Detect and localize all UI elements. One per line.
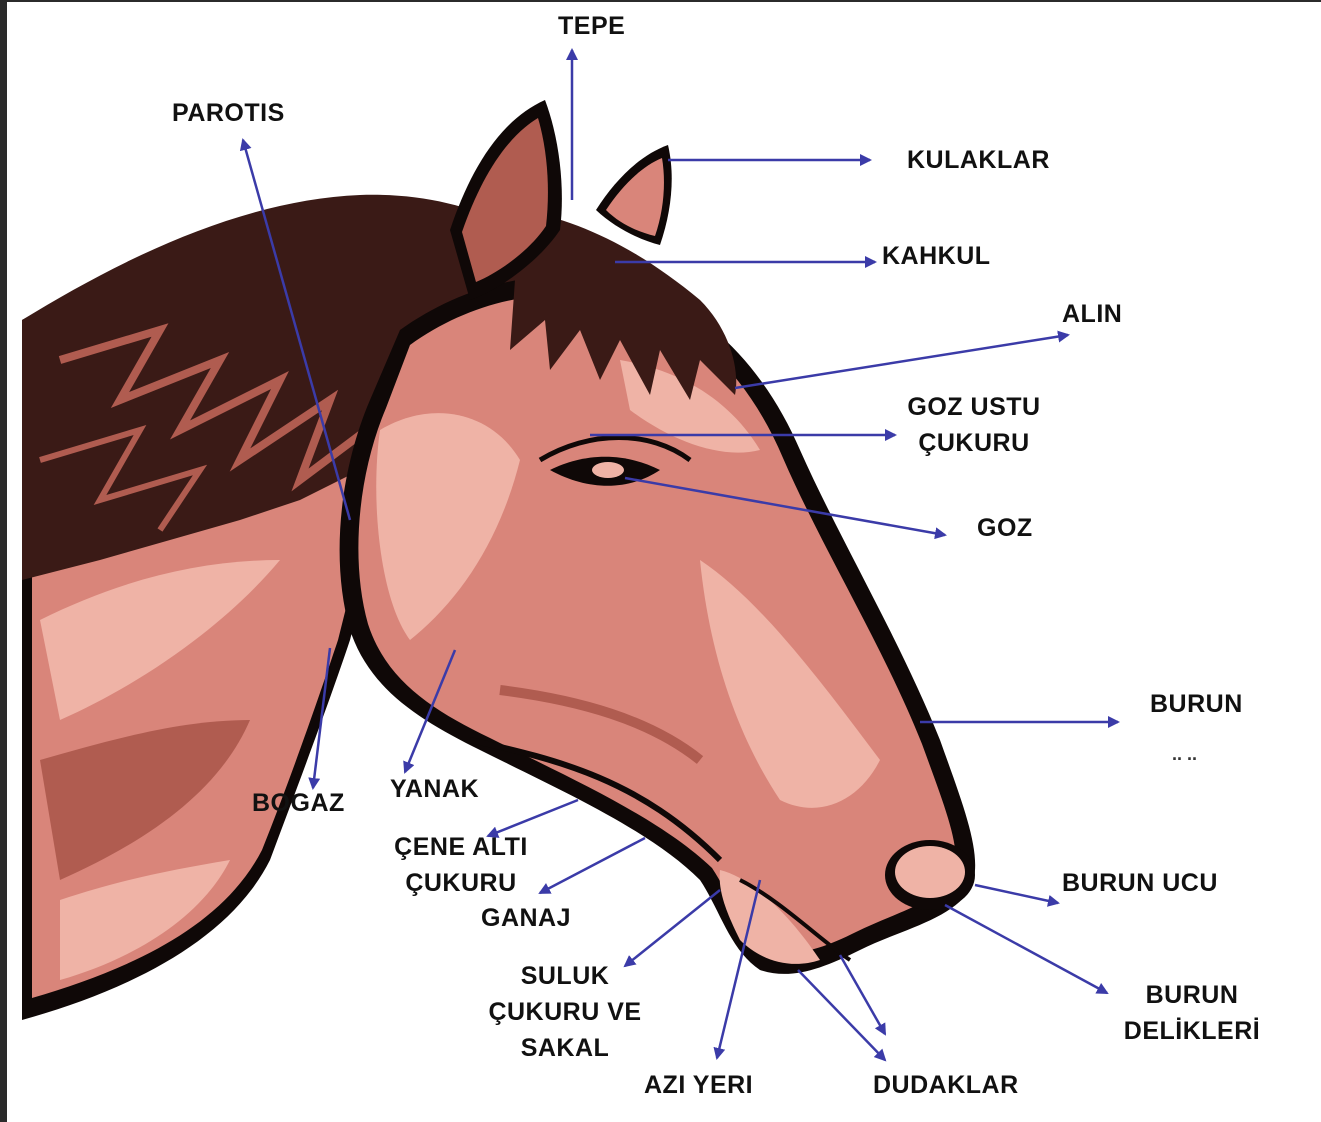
arrow-suluk	[625, 890, 720, 966]
label-suluk-line2: ÇUKURU VE	[480, 994, 650, 1030]
label-burun-ucu: BURUN UCU	[1062, 865, 1218, 901]
label-suluk-line3: SAKAL	[480, 1030, 650, 1066]
label-kahkul: KAHKUL	[882, 238, 991, 274]
label-suluk-line1: SULUK	[480, 958, 650, 994]
label-goz-ustu-line2: ÇUKURU	[900, 425, 1048, 461]
burun-dots: .. ..	[1172, 744, 1197, 765]
label-cene-line1: ÇENE ALTI	[380, 829, 542, 865]
label-kulaklar: KULAKLAR	[907, 142, 1050, 178]
arrow-ganaj	[540, 838, 645, 893]
arrow-burun-ucu	[975, 885, 1058, 903]
arrow-burun-delikleri	[945, 905, 1107, 993]
label-tepe: TEPE	[558, 8, 625, 44]
label-goz-ustu-cukuru: GOZ USTU ÇUKURU	[900, 389, 1048, 461]
label-dudaklar: DUDAKLAR	[873, 1067, 1019, 1103]
label-burun-delikleri: BURUN DELİKLERİ	[1112, 977, 1272, 1049]
label-yanak: YANAK	[390, 771, 479, 807]
label-ganaj: GANAJ	[481, 900, 571, 936]
label-burun: BURUN	[1150, 686, 1243, 722]
label-goz-ustu-line1: GOZ USTU	[900, 389, 1048, 425]
label-parotis: PAROTIS	[172, 95, 285, 131]
label-alin: ALIN	[1062, 296, 1122, 332]
label-cene-line2: ÇUKURU	[380, 865, 542, 901]
label-goz: GOZ	[977, 510, 1033, 546]
label-bogaz: BOGAZ	[252, 785, 345, 821]
arrow-alin	[735, 335, 1068, 388]
label-suluk-cukuru-ve-sakal: SULUK ÇUKURU VE SAKAL	[480, 958, 650, 1066]
label-burun-del-line2: DELİKLERİ	[1112, 1013, 1272, 1049]
label-burun-del-line1: BURUN	[1112, 977, 1272, 1013]
label-cene-alti-cukuru: ÇENE ALTI ÇUKURU	[380, 829, 542, 901]
label-azi-yeri: AZI YERI	[644, 1067, 753, 1103]
arrow-dudaklar-1	[798, 970, 885, 1060]
